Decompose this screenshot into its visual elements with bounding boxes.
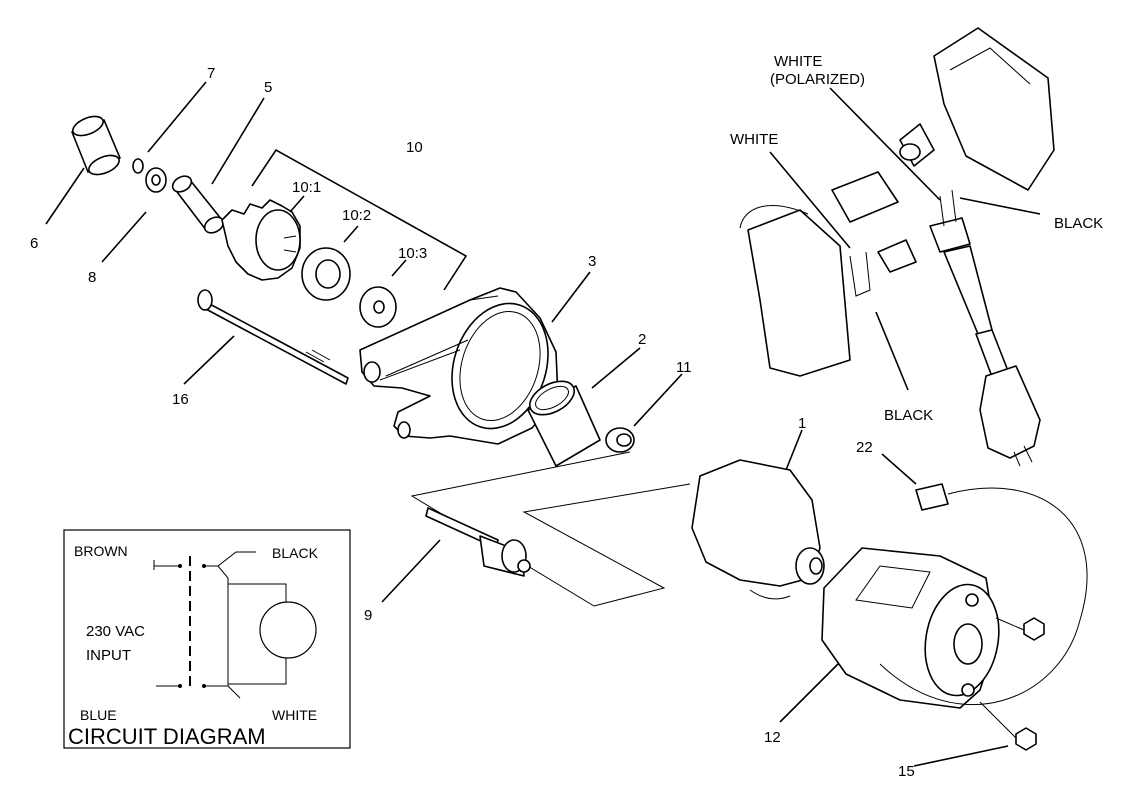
circuit-label-black: BLACK — [272, 545, 319, 561]
circuit-label-voltage: 230 VAC — [86, 623, 145, 640]
callout-22: 22 — [856, 439, 873, 456]
callout-8: 8 — [88, 269, 96, 286]
part-15-nut — [979, 617, 1045, 751]
callout-5: 5 — [264, 79, 272, 96]
part-22-connector — [879, 483, 1088, 706]
part-11-seal — [605, 427, 635, 453]
callout-9: 9 — [364, 607, 372, 624]
part-7-retaining-ring — [132, 158, 144, 174]
callout-15: 15 — [898, 763, 915, 780]
callout-11: 11 — [676, 359, 692, 376]
callout-6: 6 — [30, 235, 38, 252]
part-5-pin — [171, 175, 225, 234]
circuit-label-white: WHITE — [272, 707, 317, 723]
part-3-housing — [359, 287, 559, 445]
part-6-sleeve — [71, 115, 121, 176]
circuit-title: CIRCUIT DIAGRAM — [68, 724, 266, 749]
callout-2: 2 — [638, 331, 646, 348]
part-10-1-gear — [221, 199, 301, 281]
assembly-plane-lines — [410, 451, 691, 607]
part-1-end-bell — [691, 459, 825, 600]
part-8-bearing — [145, 167, 167, 193]
circuit-label-blue: BLUE — [80, 707, 117, 723]
part-2-cylinder — [527, 380, 601, 467]
leader-lines — [45, 81, 1041, 767]
label-white-polarized-1: WHITE — [774, 53, 822, 70]
callout-10-2: 10:2 — [342, 207, 371, 224]
part-9-shaft — [425, 507, 531, 577]
callout-10-3: 10:3 — [398, 245, 427, 262]
callout-10-1: 10:1 — [292, 179, 321, 196]
cord-plug-assembly — [899, 27, 1055, 467]
part-16-pin — [197, 289, 349, 385]
circuit-diagram — [63, 529, 351, 749]
part-12-motor — [821, 547, 1000, 709]
part-10-3-washer — [359, 286, 397, 328]
callout-3: 3 — [588, 253, 596, 270]
circuit-label-input: INPUT — [86, 647, 131, 664]
callout-16: 16 — [172, 391, 189, 408]
label-white-polarized-2: (POLARIZED) — [770, 71, 865, 88]
switch-assembly — [739, 171, 917, 377]
callout-7: 7 — [207, 65, 215, 82]
callout-1: 1 — [798, 415, 806, 432]
callout-10: 10 — [406, 139, 423, 156]
part-10-2-washer — [301, 247, 351, 301]
label-black-switch: BLACK — [884, 407, 933, 424]
circuit-label-brown: BROWN — [74, 543, 128, 559]
callout-12: 12 — [764, 729, 781, 746]
label-black-cord: BLACK — [1054, 215, 1103, 232]
label-white: WHITE — [730, 131, 778, 148]
